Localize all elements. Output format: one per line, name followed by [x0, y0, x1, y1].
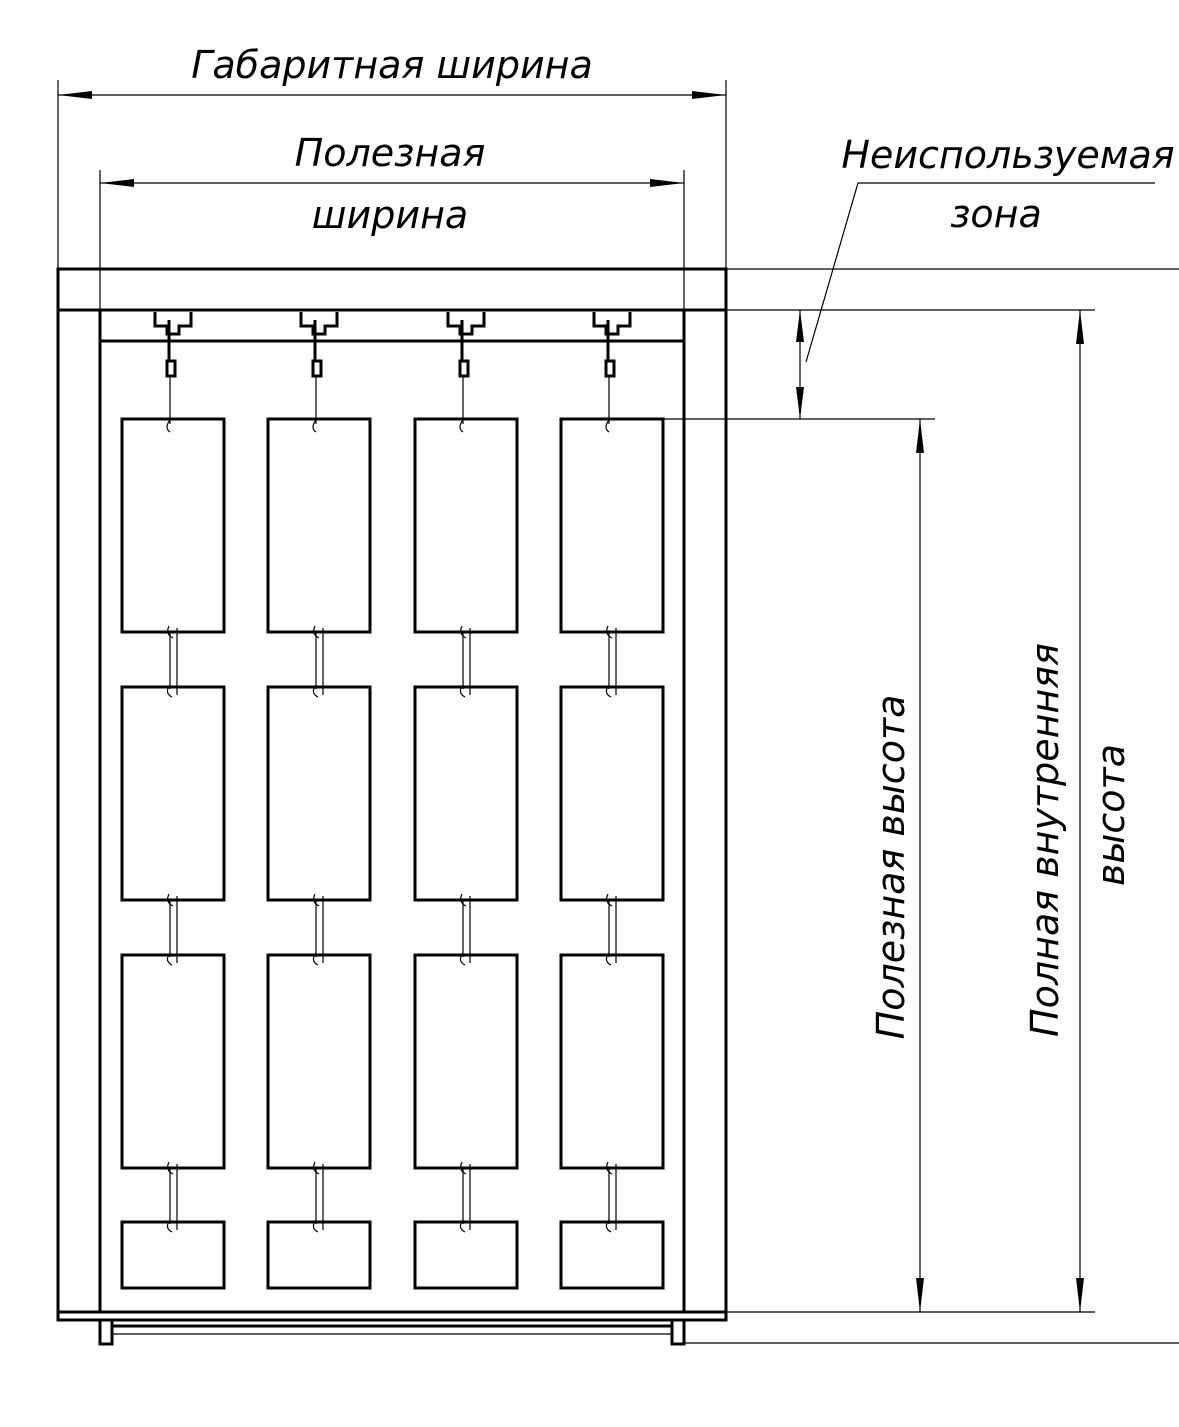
base-runners: [98, 1318, 686, 1346]
rail-trolley: [299, 312, 339, 336]
inner-height-label-line2: высота: [1089, 744, 1133, 886]
hanging-item: [120, 417, 226, 634]
hook-curl: [167, 893, 174, 907]
hook-curl: [167, 1161, 174, 1175]
hanging-item: [413, 685, 519, 902]
hook-curl: [166, 419, 171, 433]
hook-curl: [313, 625, 320, 639]
useful-width-dimension: Полезная ширина: [99, 131, 685, 310]
overall-width-label: Габаритная ширина: [191, 43, 593, 87]
hanging-item: [413, 953, 519, 1170]
hook-curl: [313, 1161, 320, 1175]
hanging-item: [266, 417, 372, 634]
hanging-item: [120, 685, 226, 902]
hanging-items: [120, 312, 665, 1290]
useful-width-label-line2: ширина: [312, 193, 468, 237]
rail-trolley: [592, 312, 632, 336]
hanging-item: [266, 1220, 372, 1290]
useful-height-label: Полезная высота: [869, 695, 913, 1040]
hanging-item: [120, 953, 226, 1170]
hook-curl: [606, 625, 613, 639]
hook-curl: [606, 1161, 613, 1175]
extension-lines: [660, 268, 1179, 1344]
outer-frame: [56, 267, 728, 1322]
hanger-hook-block: [604, 359, 616, 378]
hook-curl: [460, 893, 467, 907]
useful-height-dimension: Полезная высота: [869, 419, 924, 1312]
hanging-item: [413, 417, 519, 634]
hook-curl: [460, 1161, 467, 1175]
hook-curl: [313, 893, 320, 907]
rail-trolley: [446, 312, 486, 336]
hook-curl: [605, 419, 610, 433]
hanging-item: [266, 953, 372, 1170]
hanging-item: [559, 685, 665, 902]
overall-width-dimension: Габаритная ширина: [57, 43, 727, 269]
hanging-item: [559, 417, 665, 634]
hook-curl: [460, 625, 467, 639]
unused-zone-dimension: Неиспользуемая зона: [796, 133, 1175, 419]
unused-zone-label-line2: зона: [950, 192, 1042, 236]
rail-trolley: [153, 312, 193, 336]
hanging-item: [413, 1220, 519, 1290]
hanger-hook-block: [311, 359, 323, 378]
hanger-hook-block: [458, 359, 470, 378]
hanging-item: [120, 1220, 226, 1290]
hook-curl: [312, 419, 317, 433]
hanging-item: [559, 1220, 665, 1290]
hanging-item: [559, 953, 665, 1170]
hook-curl: [606, 893, 613, 907]
unused-zone-label-line1: Неиспользуемая: [841, 133, 1174, 177]
hook-curl: [459, 419, 464, 433]
inner-height-dimension: Полная внутренняя высота: [1023, 310, 1133, 1312]
inner-height-label-line1: Полная внутренняя: [1023, 643, 1067, 1037]
hook-curl: [167, 625, 174, 639]
hanger-hook-block: [165, 359, 177, 378]
useful-width-label-line1: Полезная: [295, 131, 486, 175]
hanging-item: [266, 685, 372, 902]
